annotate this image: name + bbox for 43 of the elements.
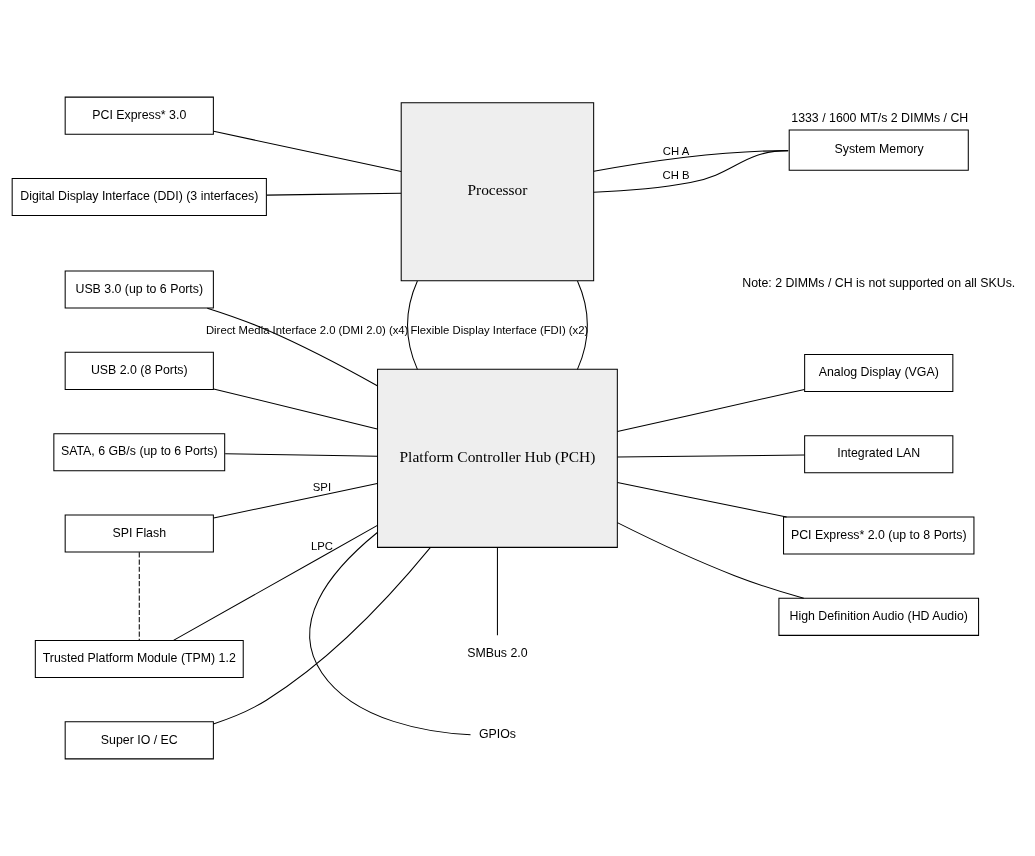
connector: [616, 388, 805, 433]
edge-label: CH B: [662, 169, 690, 182]
connector: [212, 546, 431, 725]
connector: [576, 280, 588, 370]
node-box: USB 2.0 (8 Ports): [64, 351, 214, 390]
node-box: SATA, 6 GB/s (up to 6 Ports): [53, 433, 226, 472]
connector: [616, 482, 788, 518]
connector: [224, 453, 379, 457]
node-box: Platform Controller Hub (PCH): [377, 368, 618, 548]
connector: [496, 546, 498, 636]
node-box: PCI Express* 2.0 (up to 8 Ports): [783, 516, 975, 555]
connector: [213, 483, 378, 519]
connector: [407, 280, 418, 370]
node-box: Processor: [400, 102, 595, 282]
node-box: USB 3.0 (up to 6 Ports): [64, 270, 214, 309]
connector: [309, 532, 472, 736]
node-box: Super IO / EC: [64, 721, 214, 760]
connector: [213, 388, 378, 430]
node-box: Trusted Platform Module (TPM) 1.2: [34, 640, 244, 679]
label: Note: 2 DIMMs / CH is not supported on all SKUs.: [742, 275, 1016, 290]
connector: [138, 551, 140, 641]
node-label: 1333 / 1600 MT/s 2 DIMMs / CH: [791, 111, 969, 126]
node-box: Integrated LAN: [804, 435, 954, 474]
connector: [616, 454, 805, 458]
node-box: System Memory: [788, 129, 969, 171]
connector: [206, 307, 378, 387]
edge-label: Direct Media Interface 2.0 (DMI 2.0) (x4): [205, 324, 409, 337]
connector: [172, 524, 378, 641]
node-box: Analog Display (VGA): [804, 353, 954, 392]
connector: [593, 150, 789, 193]
edge-label: LPC: [310, 539, 333, 552]
node-box: High Definition Audio (HD Audio): [778, 597, 980, 636]
connector: [616, 522, 805, 599]
edge-label: CH A: [662, 144, 690, 157]
node-box: Digital Display Interface (DDI) (3 interfaces): [11, 177, 267, 216]
node-box: PCI Express* 3.0: [64, 96, 214, 135]
connector: [266, 192, 402, 196]
node-text: GPIOs: [478, 727, 516, 742]
node-text: SMBus 2.0: [467, 646, 528, 661]
connector: [213, 130, 402, 172]
edge-label: SPI: [312, 481, 332, 494]
node-box: SPI Flash: [64, 514, 214, 553]
edge-label: Flexible Display Interface (FDI) (x2): [410, 324, 589, 337]
